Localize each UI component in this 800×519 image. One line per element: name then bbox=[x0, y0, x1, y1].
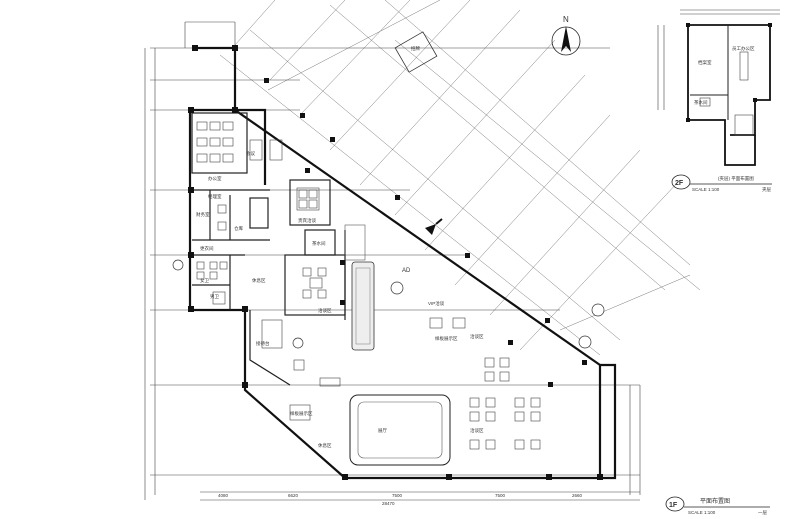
second-floor-badge: 2F bbox=[675, 180, 684, 187]
room-label-negotiation-2: 洽谈区 bbox=[470, 333, 484, 340]
room-label-storage: 仓库 bbox=[234, 225, 243, 232]
entrance-arrow-icon bbox=[425, 218, 443, 235]
room-label-meeting: 会议 bbox=[246, 150, 255, 157]
diagonal-grid-lines bbox=[219, 0, 701, 356]
lounge-seating bbox=[296, 187, 327, 299]
north-arrow-icon bbox=[551, 26, 581, 56]
room-label-waiting: 休息区 bbox=[252, 277, 266, 284]
room-label-negotiation-3: 洽谈区 bbox=[470, 427, 484, 434]
dimension-value: 4080 bbox=[218, 493, 229, 498]
restroom-fixtures bbox=[196, 204, 228, 305]
room-label-male-wc: 男卫 bbox=[210, 294, 219, 300]
dimension-value: 2660 bbox=[572, 493, 583, 498]
room-label-tea-2f: 茶水间 bbox=[694, 99, 708, 106]
display-counter bbox=[344, 224, 375, 351]
first-floor-title: 平面布置图 bbox=[700, 497, 730, 505]
room-label-archive-2f: 档案室 bbox=[698, 59, 712, 66]
exterior-walls bbox=[188, 46, 617, 480]
first-floor-scale: SCALE 1:100 bbox=[688, 510, 716, 515]
signboard-label: 招牌 bbox=[411, 45, 420, 52]
room-label-negotiation: 洽谈区 bbox=[318, 307, 332, 314]
bottom-dimensions: 4080 6620 7500 7500 2660 28470 bbox=[218, 493, 583, 506]
second-floor-inset-plan: 档案室 员工办公区 茶水间 bbox=[657, 9, 780, 166]
room-label-display-2: 样板展示区 bbox=[290, 410, 313, 417]
room-label-office: 办公室 bbox=[208, 175, 222, 182]
room-label-display: 样板展示区 bbox=[435, 335, 458, 342]
dimension-value: 6620 bbox=[288, 493, 299, 498]
room-label-tea: 茶水间 bbox=[312, 240, 326, 247]
first-floor-title-block: 1F 平面布置图 SCALE 1:100 一层 bbox=[665, 496, 770, 516]
signboard: 招牌 bbox=[394, 31, 438, 73]
dimension-lines bbox=[144, 21, 641, 501]
second-floor-title-block: 2F (夹层) 平面布置图 SCALE 1:100 夹层 bbox=[671, 174, 772, 193]
room-label-vip: VIP洽谈 bbox=[428, 300, 445, 307]
structural-columns bbox=[188, 45, 603, 480]
north-label: N bbox=[563, 15, 569, 24]
room-labels: 办公室 会议 经理室 财务室 仓库 更衣间 女卫 男卫 贵宾洽谈 茶水间 休息区… bbox=[196, 150, 484, 449]
negotiation-tables bbox=[261, 317, 541, 450]
room-label-waiting-2: 休息区 bbox=[318, 442, 332, 449]
first-floor-badge: 1F bbox=[669, 502, 678, 509]
model-display-area bbox=[349, 394, 451, 466]
first-floor-suffix: 一层 bbox=[758, 510, 767, 516]
office-desks bbox=[196, 121, 283, 163]
room-label-finance: 财务室 bbox=[196, 211, 210, 218]
section-markers bbox=[172, 259, 605, 349]
dimension-value: 7500 bbox=[495, 493, 506, 498]
second-floor-title: (夹层) 平面布置图 bbox=[718, 175, 754, 182]
second-floor-suffix: 夹层 bbox=[762, 186, 771, 193]
room-label-female-wc: 女卫 bbox=[200, 277, 209, 284]
room-label-manager: 经理室 bbox=[208, 193, 222, 199]
room-label-dressing: 更衣间 bbox=[200, 245, 214, 252]
room-label-office-2f: 员工办公区 bbox=[732, 45, 755, 52]
overall-dimension-value: 28470 bbox=[382, 501, 395, 506]
room-label-showroom: 展厅 bbox=[378, 428, 387, 434]
entrance-label: AD bbox=[402, 268, 411, 274]
dimension-value: 7500 bbox=[392, 493, 403, 498]
room-label-reception: 接待台 bbox=[256, 340, 270, 347]
second-floor-scale: SCALE 1:100 bbox=[692, 187, 720, 192]
room-label-private-room: 贵宾洽谈 bbox=[298, 217, 316, 224]
